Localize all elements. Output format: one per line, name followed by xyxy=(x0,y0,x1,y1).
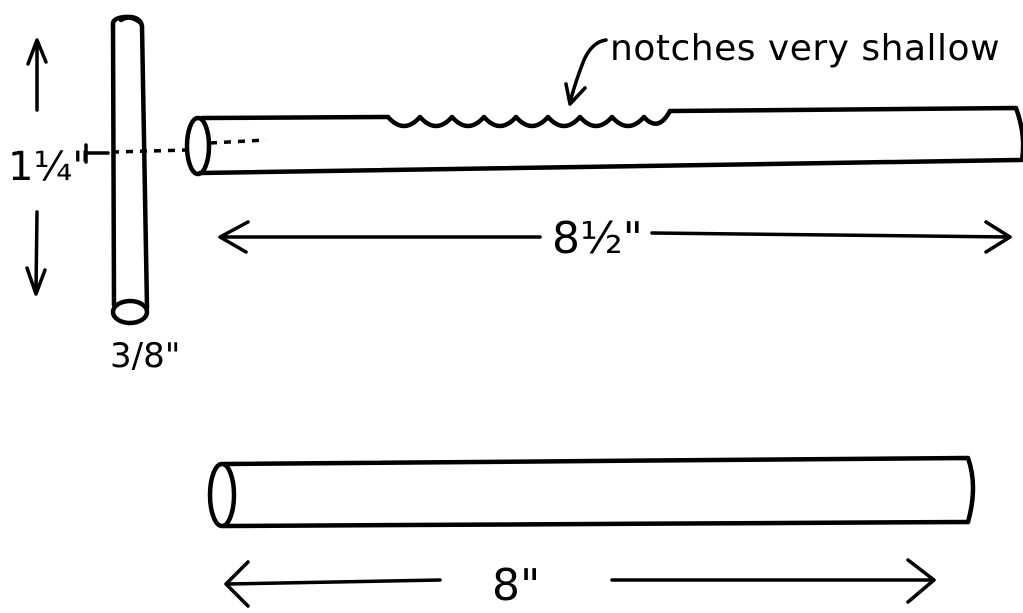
handle-length-dimension: 1¼" xyxy=(8,38,91,296)
plain-rod xyxy=(207,455,976,529)
notched-shaft xyxy=(184,105,1023,177)
handle-dowel xyxy=(110,14,150,326)
down-arrow xyxy=(25,210,47,296)
right-arrow xyxy=(650,220,1012,254)
notches-annotation: notches very shallow xyxy=(564,28,1000,106)
shaft-length-label: 8½" xyxy=(552,213,643,264)
handle-diameter-label: 3/8" xyxy=(110,336,180,376)
notches-label: notches very shallow xyxy=(610,28,1000,69)
shaft-length-dimension: 8½" xyxy=(218,213,1012,264)
handle-length-label: 1¼" xyxy=(8,144,91,190)
right-arrow xyxy=(610,558,936,604)
axis-centerline xyxy=(84,138,267,164)
notches-leader-line xyxy=(568,38,608,104)
rod-length-dimension: 8" xyxy=(224,558,936,611)
notches-arrowhead xyxy=(564,82,587,106)
notches xyxy=(385,108,673,129)
up-arrow xyxy=(26,38,48,112)
rod-length-label: 8" xyxy=(492,560,540,611)
left-arrow xyxy=(218,220,542,254)
left-arrow xyxy=(224,560,442,608)
